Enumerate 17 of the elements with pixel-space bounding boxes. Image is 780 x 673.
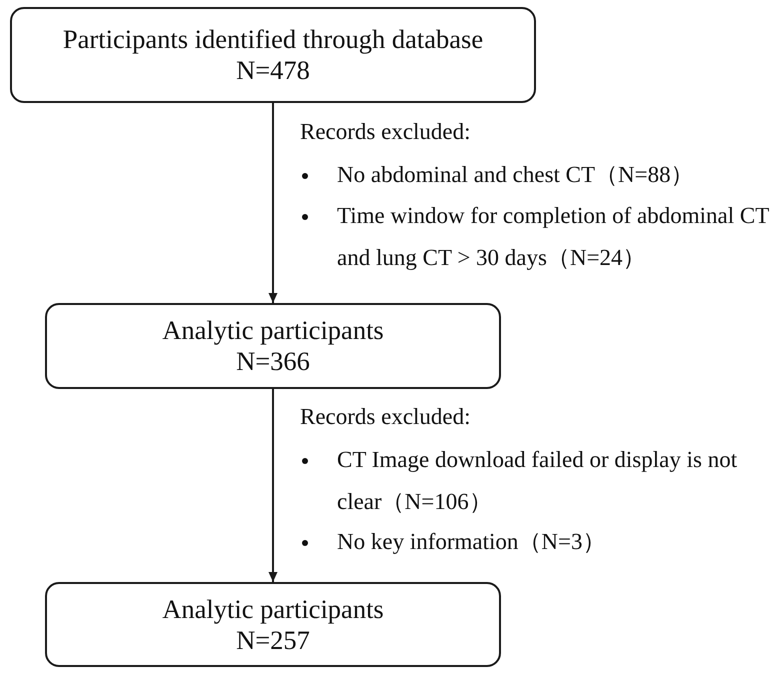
note-heading: Records excluded: [300, 118, 471, 146]
count-text: N=478 [236, 55, 310, 86]
box-title: Analytic participants [162, 594, 384, 624]
count-text: N=257 [236, 624, 310, 656]
process-box [45, 582, 501, 667]
exclusion-text: No abdominal and chest CT（N=88） [337, 160, 694, 188]
box-title: Participants identified through database [62, 24, 484, 55]
note-heading: Records excluded: [300, 403, 471, 431]
arrow [268, 103, 278, 303]
process-box [45, 303, 501, 389]
exclusion-text: No key information（N=3） [337, 528, 606, 556]
count-text: N=366 [236, 346, 310, 377]
exclusion-text: Time window for completion of abdominal CT and lung CT > 30 days（N=24） [337, 202, 770, 272]
exclusion-text: CT Image download failed or display is not clear（N=106） [337, 446, 738, 516]
process-box [10, 7, 536, 103]
arrow [268, 389, 278, 582]
box-title: Analytic participants [162, 315, 384, 346]
